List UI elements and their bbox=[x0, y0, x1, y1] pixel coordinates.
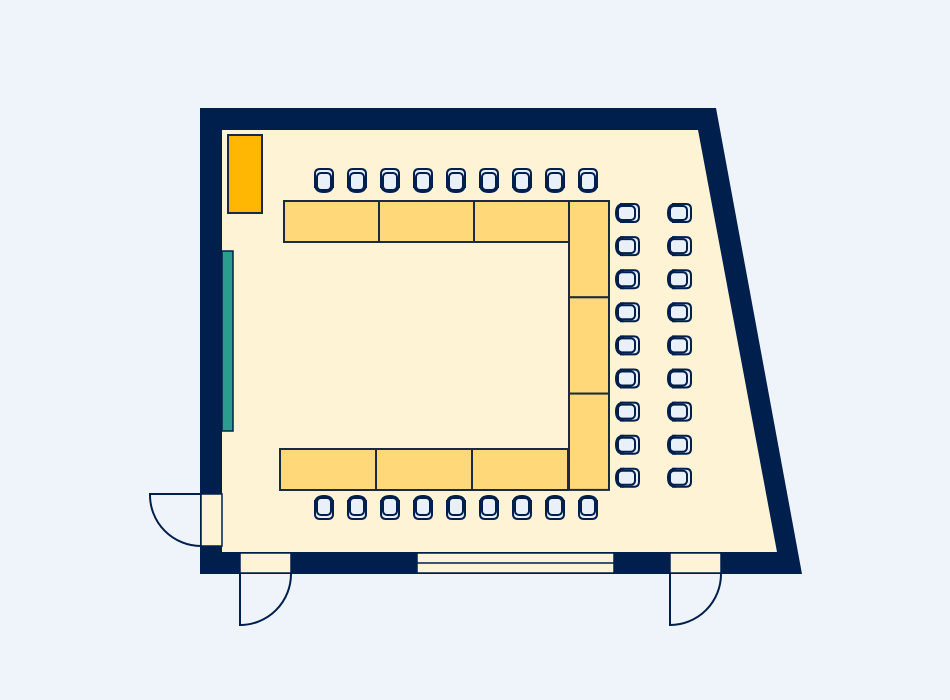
chair[interactable] bbox=[614, 269, 640, 290]
chair[interactable] bbox=[666, 368, 692, 389]
chair[interactable] bbox=[614, 467, 640, 488]
chair[interactable] bbox=[614, 335, 640, 356]
chair[interactable] bbox=[666, 302, 692, 323]
chair[interactable] bbox=[666, 236, 692, 257]
chair[interactable] bbox=[614, 236, 640, 257]
table-top bbox=[283, 200, 380, 243]
chair[interactable] bbox=[413, 494, 433, 520]
chair[interactable] bbox=[666, 335, 692, 356]
chair[interactable] bbox=[380, 494, 400, 520]
bottom-left-door-opening bbox=[239, 552, 292, 574]
table-bottom bbox=[279, 448, 377, 491]
table-top bbox=[378, 200, 475, 243]
chair[interactable] bbox=[578, 168, 598, 194]
chair[interactable] bbox=[479, 494, 499, 520]
chair[interactable] bbox=[413, 168, 433, 194]
left-door-opening bbox=[200, 493, 223, 547]
chair[interactable] bbox=[380, 168, 400, 194]
table-top bbox=[473, 200, 570, 243]
chair[interactable] bbox=[614, 368, 640, 389]
bottom-right-door-opening bbox=[669, 552, 722, 574]
tables bbox=[279, 200, 610, 491]
table-side bbox=[568, 296, 610, 395]
chairs bbox=[314, 168, 692, 520]
table-bottom bbox=[375, 448, 473, 491]
chair[interactable] bbox=[614, 434, 640, 455]
chair[interactable] bbox=[666, 467, 692, 488]
chair[interactable] bbox=[666, 401, 692, 422]
table-bottom bbox=[471, 448, 569, 491]
chair[interactable] bbox=[347, 494, 367, 520]
chair[interactable] bbox=[446, 494, 466, 520]
chair[interactable] bbox=[614, 401, 640, 422]
chair[interactable] bbox=[666, 203, 692, 223]
whiteboard bbox=[221, 250, 234, 432]
chair[interactable] bbox=[545, 168, 565, 194]
chair[interactable] bbox=[614, 203, 640, 223]
left-door-swing[interactable] bbox=[148, 493, 202, 547]
chair[interactable] bbox=[614, 302, 640, 323]
chair[interactable] bbox=[666, 434, 692, 455]
chair[interactable] bbox=[314, 494, 334, 520]
cabinet bbox=[227, 134, 263, 214]
chair[interactable] bbox=[578, 494, 598, 520]
chair[interactable] bbox=[446, 168, 466, 194]
bottom-left-door-swing[interactable] bbox=[239, 573, 292, 627]
chair[interactable] bbox=[512, 494, 532, 520]
chair[interactable] bbox=[347, 168, 367, 194]
table-side bbox=[568, 392, 610, 491]
chair[interactable] bbox=[479, 168, 499, 194]
window bbox=[416, 552, 615, 574]
chair[interactable] bbox=[666, 269, 692, 290]
table-side bbox=[568, 200, 610, 299]
chair[interactable] bbox=[314, 168, 334, 194]
chair[interactable] bbox=[512, 168, 532, 194]
bottom-right-door-swing[interactable] bbox=[669, 573, 722, 627]
chair[interactable] bbox=[545, 494, 565, 520]
